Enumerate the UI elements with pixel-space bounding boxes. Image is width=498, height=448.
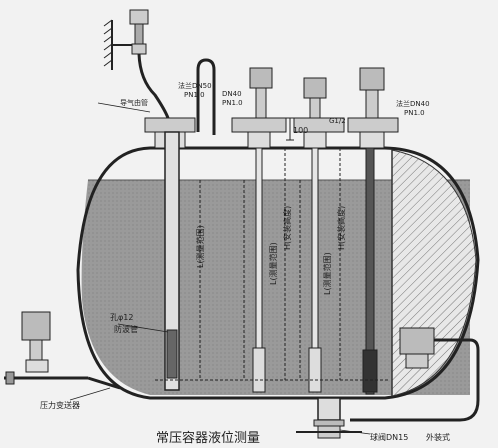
label-pressure-transmitter: 压力变送器: [40, 400, 80, 410]
label-install-h1: H(安装高度): [282, 206, 292, 250]
label-dn40: DN40: [222, 90, 242, 98]
flange-middle-1: [231, 117, 287, 133]
label-wave-pipe: 防波管: [114, 324, 138, 334]
probe-2: [311, 147, 319, 349]
transmitter-3: [359, 67, 385, 119]
label-external: 外装式: [426, 432, 450, 442]
bottom-outlet: [317, 397, 341, 421]
probe-3: [365, 147, 375, 395]
probe-1: [255, 147, 263, 349]
label-g12: G1/2: [329, 117, 346, 125]
pressure-transmitter: [21, 311, 51, 373]
stilling-pipe: [164, 131, 180, 391]
transmitter-top-left: [129, 9, 149, 55]
label-flange-dn50: 法兰DN50: [178, 81, 212, 90]
label-range-l3: L(测量范围): [322, 252, 332, 295]
label-flange-dn40: 法兰DN40: [396, 99, 430, 108]
label-vent-pipe: 导气由管: [120, 98, 148, 107]
label-range-l1: L(测量范围): [195, 225, 205, 268]
vent-gooseneck: [196, 58, 216, 135]
transmitter-2: [303, 77, 327, 119]
label-ball-valve: 球阀DN15: [370, 432, 408, 442]
transmitter-1: [249, 67, 273, 119]
label-range-l2: L(测量范围): [268, 242, 278, 285]
label-install-h2: H(安装高度): [336, 206, 346, 250]
label-pn10-c: PN1.0: [404, 109, 425, 117]
label-pn10-b: PN1.0: [222, 99, 243, 107]
tank-shell: [76, 146, 480, 400]
flange-left: [144, 117, 196, 133]
label-hole: 孔φ12: [110, 313, 133, 322]
diagram-caption: 常压容器液位测量: [156, 430, 260, 446]
flange-right: [347, 117, 399, 133]
dimension-lines: [155, 148, 390, 381]
label-dim-100: 100: [293, 126, 308, 135]
label-pn10-a: PN1.0: [184, 91, 205, 99]
